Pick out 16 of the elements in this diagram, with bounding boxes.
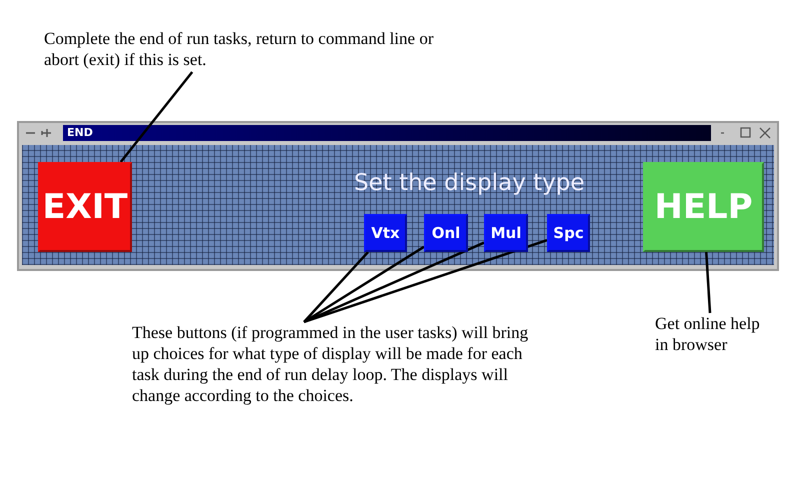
app-window [17, 121, 779, 271]
button: EXIT [38, 162, 132, 252]
button: Spc [547, 214, 590, 252]
button: Mul [484, 214, 528, 252]
leader-line [304, 242, 484, 324]
window-title: END [67, 126, 93, 139]
leader-line [304, 239, 548, 324]
button: HELP [643, 162, 764, 252]
callout-text: Get online help in browser [655, 313, 765, 357]
leader-line [705, 252, 712, 314]
button: Vtx [364, 214, 407, 252]
button: Onl [424, 214, 468, 252]
callout-text: Complete the end of run tasks, return to command line or abort (exit) if this is set. [44, 28, 434, 72]
leader-line [303, 246, 425, 324]
callout-text: These buttons (if programmed in the user tasks) will bring up choices for what type of display will be made for each task during the end of run delay loop. The displays will change according to the choices. [132, 322, 532, 410]
panel-heading: Set the display type [354, 170, 584, 196]
